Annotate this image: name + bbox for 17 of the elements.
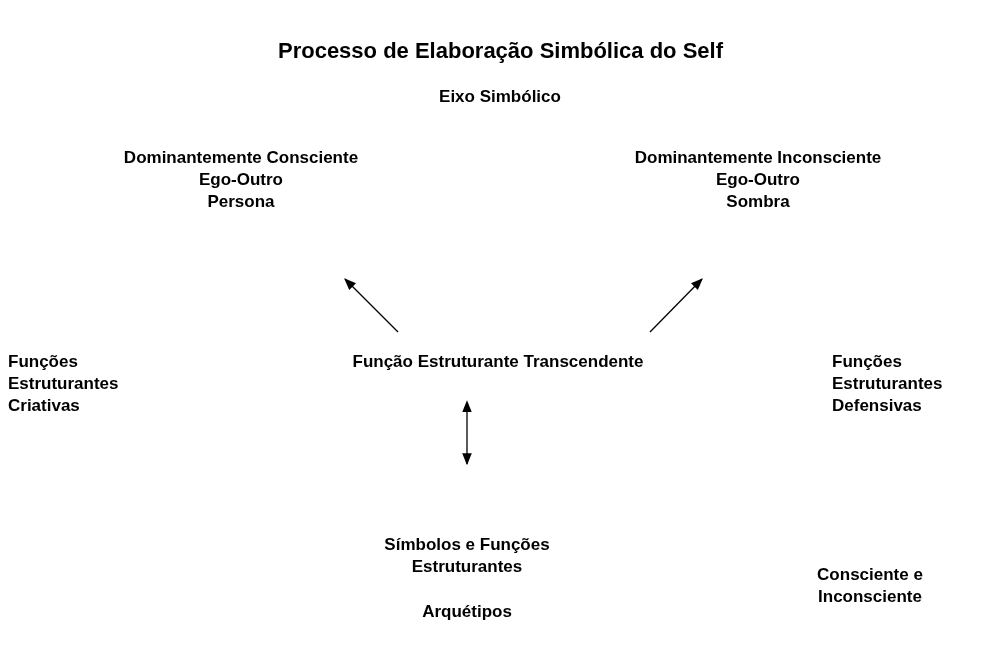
node-text: Dominantemente Consciente (122, 147, 360, 169)
node-text: Ego-Outro (714, 169, 801, 191)
label-text: Eixo Simbólico (438, 86, 562, 108)
label-text: Arquétipos (421, 601, 513, 623)
diagram-title: Processo de Elaboração Simbólica do Self (276, 38, 724, 64)
node-text: Dominantemente Inconsciente (633, 147, 883, 169)
arrow (649, 278, 703, 333)
node-text: Sombra (725, 191, 791, 213)
label-text: Consciente e Inconsciente (816, 564, 924, 608)
label-text: Funções Estruturantes Criativas (8, 351, 120, 417)
node-text: Ego-Outro (197, 169, 284, 191)
label-text: Funções Estruturantes Defensivas (832, 351, 944, 417)
node-text: Persona (206, 191, 276, 213)
node-text: Símbolos e Funções Estruturantes (383, 534, 551, 578)
arrow (462, 400, 472, 466)
node-text: Função Estruturante Transcendente (351, 351, 645, 373)
arrow (344, 278, 399, 333)
